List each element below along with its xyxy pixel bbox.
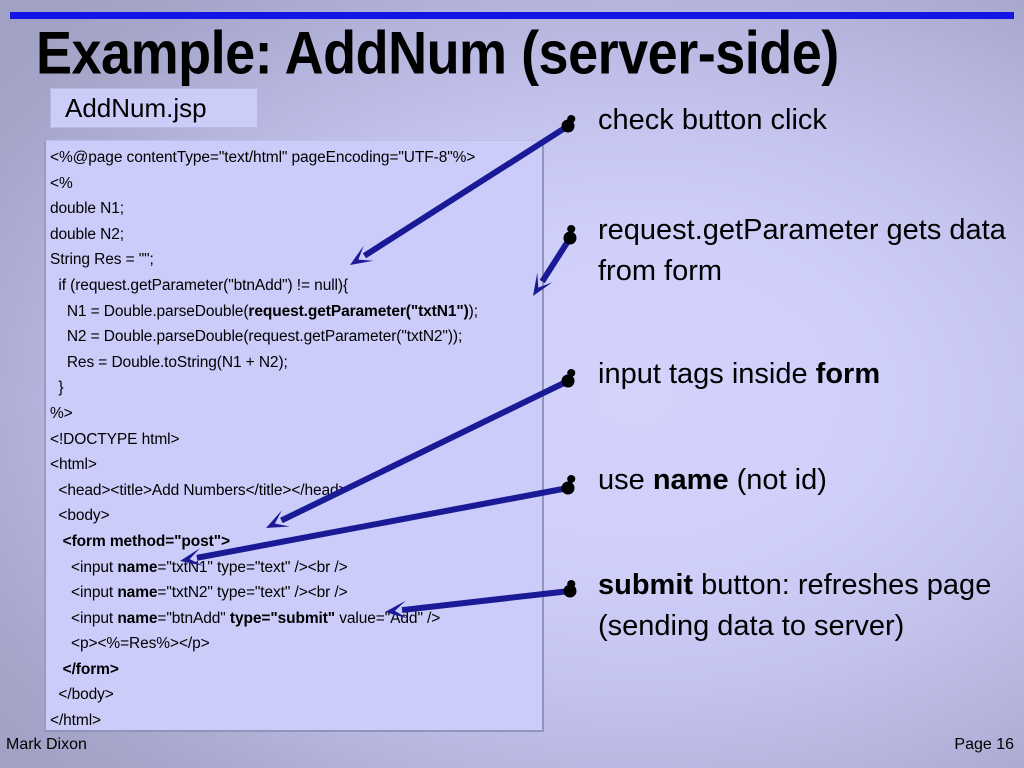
code-token: N1 = Double.parseDouble( — [50, 302, 249, 320]
bullet-item: • submit button: refreshes page (sending … — [560, 565, 1016, 647]
code-token: ="btnAdd" — [157, 609, 230, 627]
code-line: <body> — [50, 507, 110, 525]
code-line: </html> — [50, 712, 101, 730]
code-line: double N2; — [50, 225, 124, 243]
code-line: <form method="post"> — [50, 529, 542, 555]
code-line: %> — [50, 404, 73, 422]
bullet-span: button: refreshes page (sending data to … — [598, 569, 992, 642]
bullet-dot-icon: • — [566, 213, 577, 246]
code-token: <input — [50, 609, 118, 627]
code-token: <input — [50, 558, 118, 576]
code-token-bold: </form> — [62, 660, 119, 678]
bullet-dot-icon: • — [566, 103, 577, 136]
bullet-text: submit button: refreshes page (sending d… — [598, 565, 1016, 647]
code-line: <p><%=Res%></p> — [50, 635, 210, 653]
code-line: <head><title>Add Numbers</title></head> — [50, 481, 348, 499]
code-token-bold: request.getParameter("txtN1") — [248, 302, 469, 320]
code-line: </body> — [50, 686, 114, 704]
bullet-emphasis: submit — [598, 569, 694, 601]
code-line: </form> — [50, 657, 542, 683]
code-token-bold: name — [117, 558, 158, 576]
code-token — [50, 661, 63, 678]
code-token — [50, 533, 63, 550]
code-line: N2 = Double.parseDouble(request.getParam… — [50, 328, 463, 346]
code-token: ="txtN1" type="text" /><br /> — [157, 558, 348, 576]
bullet-span: input tags inside — [598, 358, 816, 390]
bullet-item: • input tags inside form — [560, 354, 880, 395]
page-title: Example: AddNum (server-side) — [36, 19, 839, 87]
code-token: value="Add" /> — [335, 609, 441, 627]
code-token-bold: <form method="post"> — [62, 532, 230, 550]
bullet-text: request.getParameter gets data from form — [598, 210, 1016, 292]
bullet-text: input tags inside form — [598, 354, 880, 395]
code-line: String Res = ""; — [50, 251, 154, 269]
code-line: <!DOCTYPE html> — [50, 430, 180, 448]
bullet-emphasis: form — [815, 358, 881, 390]
bullet-dot-icon: • — [566, 357, 577, 390]
code-line: Res = Double.toString(N1 + N2); — [50, 353, 288, 371]
code-token-bold: type="submit" — [229, 609, 336, 627]
bullet-item: • request.getParameter gets data from for… — [560, 210, 1016, 292]
code-line: <input name="txtN1" type="text" /><br /> — [50, 555, 542, 581]
code-token-bold: name — [117, 584, 158, 602]
bullet-item: • use name (not id) — [560, 460, 827, 501]
code-line: <%@page contentType="text/html" pageEnco… — [50, 149, 476, 166]
code-line: if (request.getParameter("btnAdd") != nu… — [50, 276, 349, 294]
bullet-span: request.getParameter gets data from form — [598, 214, 1006, 287]
title-accent-rule — [10, 12, 1014, 19]
file-name-tag: AddNum.jsp — [50, 88, 258, 128]
code-token: <input — [50, 584, 118, 602]
bullet-span: (not id) — [728, 464, 827, 496]
bullet-text: use name (not id) — [598, 460, 827, 501]
code-line: N1 = Double.parseDouble(request.getParam… — [50, 299, 542, 325]
bullet-dot-icon: • — [566, 463, 577, 496]
code-listing-panel: <%@page contentType="text/html" pageEnco… — [44, 140, 544, 732]
footer-page-number: Page 16 — [954, 736, 1014, 753]
bullet-span: use — [598, 464, 653, 496]
footer-author: Mark Dixon — [6, 736, 87, 753]
code-token: ="txtN2" type="text" /><br /> — [157, 584, 348, 602]
code-token: ); — [468, 302, 478, 320]
bullet-item: • check button click — [560, 100, 827, 141]
bullet-dot-icon: • — [566, 568, 577, 601]
file-name-label: AddNum.jsp — [65, 93, 207, 123]
bullet-span: check button click — [598, 104, 827, 136]
code-line: <html> — [50, 456, 97, 474]
code-line: double N1; — [50, 200, 124, 218]
bullet-text: check button click — [598, 100, 827, 141]
code-line: <input name="btnAdd" type="submit" value… — [50, 606, 542, 632]
bullet-emphasis: name — [652, 464, 729, 496]
code-line: } — [50, 379, 64, 397]
code-line: <% — [50, 174, 73, 192]
code-token-bold: name — [117, 609, 158, 627]
code-line: <input name="txtN2" type="text" /><br /> — [50, 580, 542, 606]
